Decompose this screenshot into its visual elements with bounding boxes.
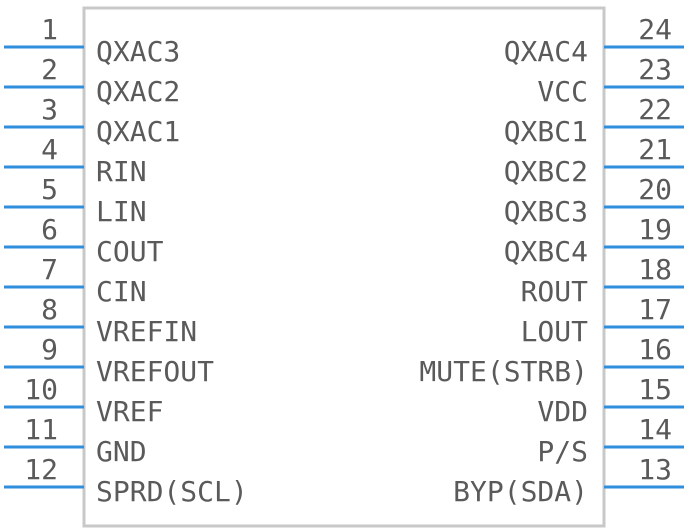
pin-name: GND xyxy=(96,435,147,468)
pin-number: 14 xyxy=(638,413,672,446)
pin-number: 20 xyxy=(638,173,672,206)
pin-number: 7 xyxy=(41,253,58,286)
pin-number: 16 xyxy=(638,333,672,366)
pin-name: QXAC1 xyxy=(96,115,180,148)
pin-number: 18 xyxy=(638,253,672,286)
pin-number: 23 xyxy=(638,53,672,86)
pin-number: 1 xyxy=(41,13,58,46)
pin-number: 11 xyxy=(24,413,58,446)
pin-name: QXAC2 xyxy=(96,75,180,108)
pin-number: 9 xyxy=(41,333,58,366)
pin-number: 17 xyxy=(638,293,672,326)
pin-number: 12 xyxy=(24,453,58,486)
pin-number: 10 xyxy=(24,373,58,406)
pin-number: 4 xyxy=(41,133,58,166)
pin-name: QXBC1 xyxy=(504,115,588,148)
pin-name: P/S xyxy=(537,435,588,468)
pin-number: 8 xyxy=(41,293,58,326)
pin-name: VREFOUT xyxy=(96,355,214,388)
pin-name: VCC xyxy=(537,75,588,108)
pin-name: LOUT xyxy=(521,315,589,348)
pin-name: QXAC4 xyxy=(504,35,588,68)
pin-name: ROUT xyxy=(521,275,589,308)
chip-body xyxy=(82,6,606,528)
pin-name: QXAC3 xyxy=(96,35,180,68)
pin-name: VREFIN xyxy=(96,315,197,348)
pin-number: 2 xyxy=(41,53,58,86)
pin-number: 19 xyxy=(638,213,672,246)
pin-number: 3 xyxy=(41,93,58,126)
pin-number: 5 xyxy=(41,173,58,206)
pin-number: 22 xyxy=(638,93,672,126)
pin-name: LIN xyxy=(96,195,147,228)
pin-name: COUT xyxy=(96,235,164,268)
pin-name: QXBC4 xyxy=(504,235,588,268)
pin-name: QXBC3 xyxy=(504,195,588,228)
pin-name: MUTE(STRB) xyxy=(419,355,588,388)
pin-name: QXBC2 xyxy=(504,155,588,188)
pin-number: 15 xyxy=(638,373,672,406)
pin-name: SPRD(SCL) xyxy=(96,475,248,508)
pin-number: 13 xyxy=(638,453,672,486)
pin-name: VREF xyxy=(96,395,163,428)
pin-number: 21 xyxy=(638,133,672,166)
pin-name: VDD xyxy=(537,395,588,428)
pin-name: CIN xyxy=(96,275,147,308)
pin-number: 24 xyxy=(638,13,672,46)
pin-name: RIN xyxy=(96,155,147,188)
pin-number: 6 xyxy=(41,213,58,246)
pin-name: BYP(SDA) xyxy=(453,475,588,508)
